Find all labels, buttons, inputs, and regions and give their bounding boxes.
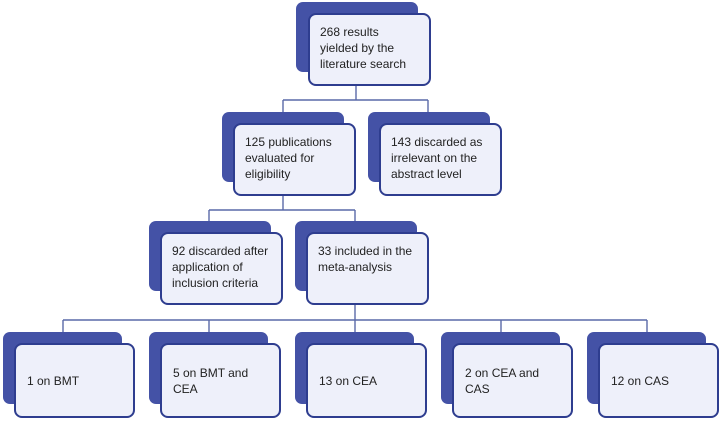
search-results-box: 268 results yielded by the literature se… xyxy=(308,13,431,86)
cea-cas-text: 2 on CEA and CAS xyxy=(465,365,540,396)
bmt-cea-text: 5 on BMT and CEA xyxy=(173,365,249,396)
included-box: 33 included in the meta-analysis xyxy=(306,232,429,305)
search-results-text: 268 results yielded by the literature se… xyxy=(320,25,407,71)
bmt-text: 1 on BMT xyxy=(27,373,80,388)
evaluated-text: 125 publications evaluated for eligibili… xyxy=(245,135,332,181)
discarded-criteria-text: 92 discarded after application of inclus… xyxy=(172,244,269,290)
bmt-box: 1 on BMT xyxy=(14,343,135,418)
discarded-criteria-box: 92 discarded after application of inclus… xyxy=(160,232,283,305)
included-text: 33 included in the meta-analysis xyxy=(318,244,413,274)
cea-cas-box: 2 on CEA and CAS xyxy=(452,343,573,418)
connector-included-to-level4 xyxy=(62,296,648,333)
discarded-abstract-box: 143 discarded as irrelevant on the abstr… xyxy=(379,123,502,196)
connector-search-to-level2 xyxy=(282,75,429,113)
discarded-abstract-text: 143 discarded as irrelevant on the abstr… xyxy=(391,135,483,181)
cea-text: 13 on CEA xyxy=(319,373,378,388)
cas-text: 12 on CAS xyxy=(611,373,670,388)
cas-box: 12 on CAS xyxy=(598,343,719,418)
connector-evaluated-to-level3 xyxy=(208,186,356,222)
cea-box: 13 on CEA xyxy=(306,343,427,418)
evaluated-box: 125 publications evaluated for eligibili… xyxy=(233,123,356,196)
bmt-cea-box: 5 on BMT and CEA xyxy=(160,343,281,418)
